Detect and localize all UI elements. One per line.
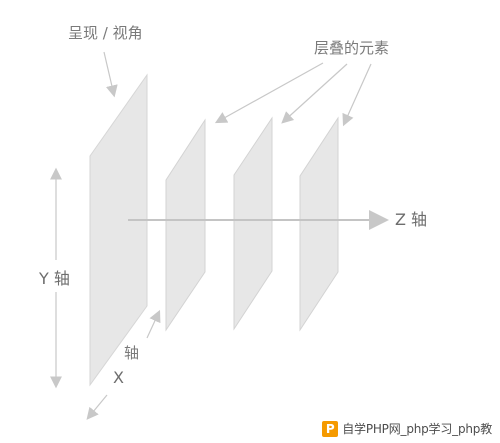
x-axis-label-secondary: X xyxy=(113,368,124,387)
viewport-plane xyxy=(89,73,148,387)
watermark: P 自学PHP网_php学习_php教 xyxy=(318,419,496,439)
stack-pointer-line-3 xyxy=(342,63,372,127)
y-axis-label: Y 轴 xyxy=(39,269,70,288)
stacked-plane-3 xyxy=(299,116,339,332)
stack-pointer-line-1 xyxy=(214,62,324,124)
stacked-plane-1 xyxy=(165,118,206,332)
x-axis-lower-line xyxy=(86,394,108,420)
x-axis-label-primary: 轴 xyxy=(124,344,140,362)
viewpoint-label: 呈现 / 视角 xyxy=(68,24,143,42)
x-axis-upper-line xyxy=(146,309,161,339)
stacked-plane-2 xyxy=(233,116,273,331)
viewpoint-pointer-line xyxy=(103,51,118,98)
stack-label: 层叠的元素 xyxy=(314,39,390,57)
watermark-text: 自学PHP网_php学习_php教 xyxy=(342,422,492,436)
watermark-badge: P xyxy=(322,421,339,437)
z-axis-label: Z 轴 xyxy=(395,210,428,229)
stack-pointer-line-2 xyxy=(281,63,348,124)
